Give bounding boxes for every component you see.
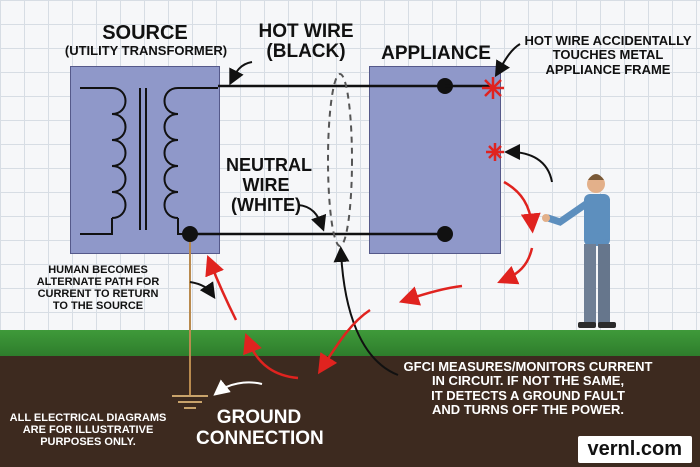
watermark: vernl.com <box>577 436 692 463</box>
ground-symbol <box>172 395 208 409</box>
fault-note-line: TOUCHES METAL <box>552 47 664 63</box>
transformer-coils <box>80 87 218 235</box>
hot-wire-callout-arrow <box>229 61 253 86</box>
disclaimer-line: ALL ELECTRICAL DIAGRAMS <box>9 412 167 424</box>
disclaimer-line: PURPOSES ONLY. <box>40 436 136 449</box>
neutral-line: (WHITE) <box>231 194 301 215</box>
gfci-note-line: AND TURNS OFF THE POWER. <box>431 401 625 417</box>
gfci-note-line: GFCI MEASURES/MONITORS CURRENT <box>403 359 653 374</box>
neutral-callout-arrow <box>297 204 327 232</box>
ground-line: GROUND <box>216 407 302 428</box>
source-subtitle: (UTILITY TRANSFORMER) <box>64 43 228 58</box>
source-neutral-terminal <box>182 226 198 242</box>
human-note: HUMAN BECOMES ALTERNATE PATH FOR CURRENT… <box>18 264 178 312</box>
human-note-line: CURRENT TO RETURN <box>37 288 159 301</box>
gfci-note-line: IT DETECTS A GROUND FAULT <box>431 387 625 403</box>
disclaimer: ALL ELECTRICAL DIAGRAMS ARE FOR ILLUSTRA… <box>6 412 170 448</box>
fault-callout-arrow <box>494 43 521 78</box>
gfci-callout-arrow <box>333 246 399 376</box>
neutral-line: NEUTRAL <box>226 155 312 175</box>
hot-wire-title: HOT WIRE <box>258 21 354 42</box>
source-title: SOURCE <box>102 22 188 44</box>
gfci-note: GFCI MEASURES/MONITORS CURRENT IN CIRCUI… <box>398 359 658 417</box>
fault-spark-top <box>482 77 504 99</box>
appliance-neutral-terminal <box>437 226 453 242</box>
fault-note-line: HOT WIRE ACCIDENTALLY <box>524 33 692 48</box>
fault-note: HOT WIRE ACCIDENTALLY TOUCHES METAL APPL… <box>518 33 698 77</box>
fault-note-line: APPLIANCE FRAME <box>545 61 671 77</box>
disclaimer-line: ARE FOR ILLUSTRATIVE <box>22 424 154 437</box>
ground-connection-label: GROUND CONNECTION <box>196 407 324 450</box>
grid-background <box>0 0 700 330</box>
human-note-line: ALTERNATE PATH FOR <box>36 276 160 289</box>
neutral-line: WIRE <box>242 174 290 195</box>
ground-line: CONNECTION <box>196 427 324 449</box>
appliance-box <box>369 66 501 254</box>
gfci-note-line: IN CIRCUIT. IF NOT THE SAME, <box>431 373 625 389</box>
appliance-title: APPLIANCE <box>381 43 491 64</box>
ground-callout-arrow <box>213 379 263 396</box>
fault-spark-side <box>486 143 504 161</box>
human-figure <box>542 174 616 328</box>
hot-wire-subtitle: (BLACK) <box>266 41 346 62</box>
human-note-line: HUMAN BECOMES <box>48 264 148 276</box>
fault-current-arrows <box>205 180 541 380</box>
neutral-wire-label: NEUTRAL WIRE (WHITE) <box>226 155 312 215</box>
grass-strip <box>0 330 700 356</box>
gfci-sensor-ellipse <box>327 73 353 247</box>
human-note-callout-arrow <box>189 281 216 299</box>
human-note-line: TO THE SOURCE <box>52 300 144 313</box>
spark-callout-arrow <box>504 144 553 183</box>
